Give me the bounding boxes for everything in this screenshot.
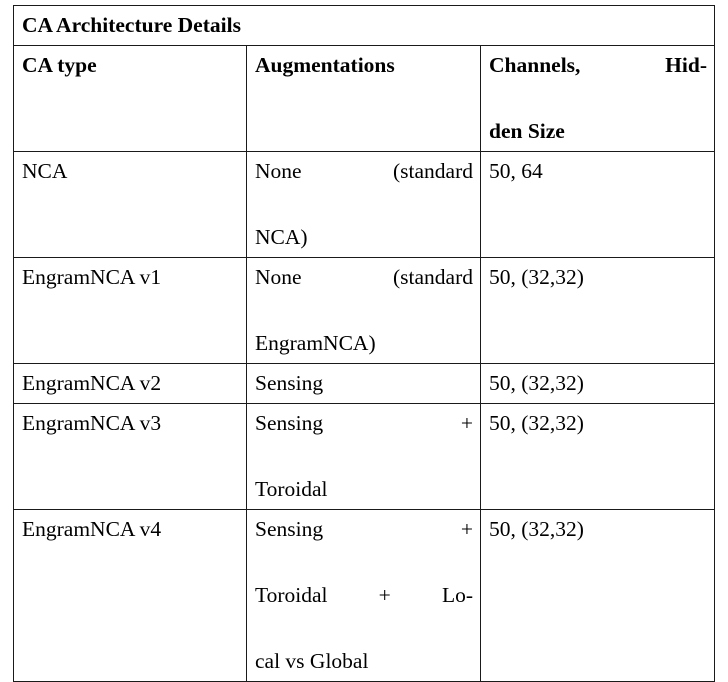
page-root: CA Architecture Details CA type Augmenta… (13, 5, 715, 682)
augmentation-token: + (460, 517, 473, 541)
augmentation-line-1: Sensing + (255, 513, 473, 579)
ca-architecture-table: CA Architecture Details CA type Augmenta… (13, 5, 715, 682)
table-row: EngramNCA v1 None (standard EngramNCA) 5… (13, 257, 715, 364)
augmentation-line-2: NCA) (255, 225, 308, 249)
cell-ca-type: NCA (13, 151, 247, 258)
table-row: EngramNCA v4 Sensing + Toroidal + Lo- ca… (13, 509, 715, 682)
ca-architecture-table-wrapper: CA Architecture Details CA type Augmenta… (13, 5, 715, 682)
augmentation-token: (standard (393, 265, 473, 289)
cell-augmentations: None (standard NCA) (246, 151, 481, 258)
table-header-row: CA type Augmentations Channels, Hid- den… (13, 45, 715, 152)
table-row: NCA None (standard NCA) 50, 64 (13, 151, 715, 258)
cell-augmentations: None (standard EngramNCA) (246, 257, 481, 364)
cell-augmentations: Sensing + Toroidal + Lo- cal vs Global (246, 509, 481, 682)
augmentation-token: None (255, 159, 302, 183)
column-header-channels-line-2: den Size (489, 119, 565, 143)
cell-ca-type: EngramNCA v4 (13, 509, 247, 682)
cell-ca-type: EngramNCA v2 (13, 363, 247, 404)
augmentation-line-1: None (standard (255, 261, 473, 327)
cell-augmentations: Sensing (246, 363, 481, 404)
augmentation-token: Sensing (255, 517, 324, 541)
cell-augmentations: Sensing + Toroidal (246, 403, 481, 510)
column-header-ca-type: CA type (13, 45, 247, 152)
augmentation-line-2: Toroidal (255, 477, 328, 501)
column-header-channels-hidden-size: Channels, Hid- den Size (480, 45, 715, 152)
augmentation-line-2: EngramNCA) (255, 331, 376, 355)
cell-ca-type: EngramNCA v1 (13, 257, 247, 364)
augmentation-line-2: Toroidal + Lo- (255, 579, 473, 645)
table-row: EngramNCA v3 Sensing + Toroidal 50, (32,… (13, 403, 715, 510)
augmentation-token: + (378, 583, 391, 607)
augmentation-line-1: Sensing + (255, 407, 473, 473)
augmentation-token: Lo- (441, 583, 473, 607)
augmentation-line-1: None (standard (255, 155, 473, 221)
augmentation-token: + (460, 411, 473, 435)
table-title-row: CA Architecture Details (13, 5, 715, 46)
augmentation-line-1: Sensing (255, 371, 324, 395)
table-title: CA Architecture Details (13, 5, 715, 46)
cell-channels-hidden-size: 50, (32,32) (480, 403, 715, 510)
column-header-channels-line-1: Channels, Hid- (489, 53, 707, 77)
cell-channels-hidden-size: 50, (32,32) (480, 509, 715, 682)
augmentation-token: (standard (393, 159, 473, 183)
augmentation-token: None (255, 265, 302, 289)
cell-channels-hidden-size: 50, (32,32) (480, 257, 715, 364)
augmentation-line-3: cal vs Global (255, 649, 369, 673)
cell-ca-type: EngramNCA v3 (13, 403, 247, 510)
cell-channels-hidden-size: 50, (32,32) (480, 363, 715, 404)
augmentation-token: Sensing (255, 411, 324, 435)
table-row: EngramNCA v2 Sensing 50, (32,32) (13, 363, 715, 404)
augmentation-token: Toroidal (255, 583, 328, 607)
column-header-augmentations: Augmentations (246, 45, 481, 152)
cell-channels-hidden-size: 50, 64 (480, 151, 715, 258)
